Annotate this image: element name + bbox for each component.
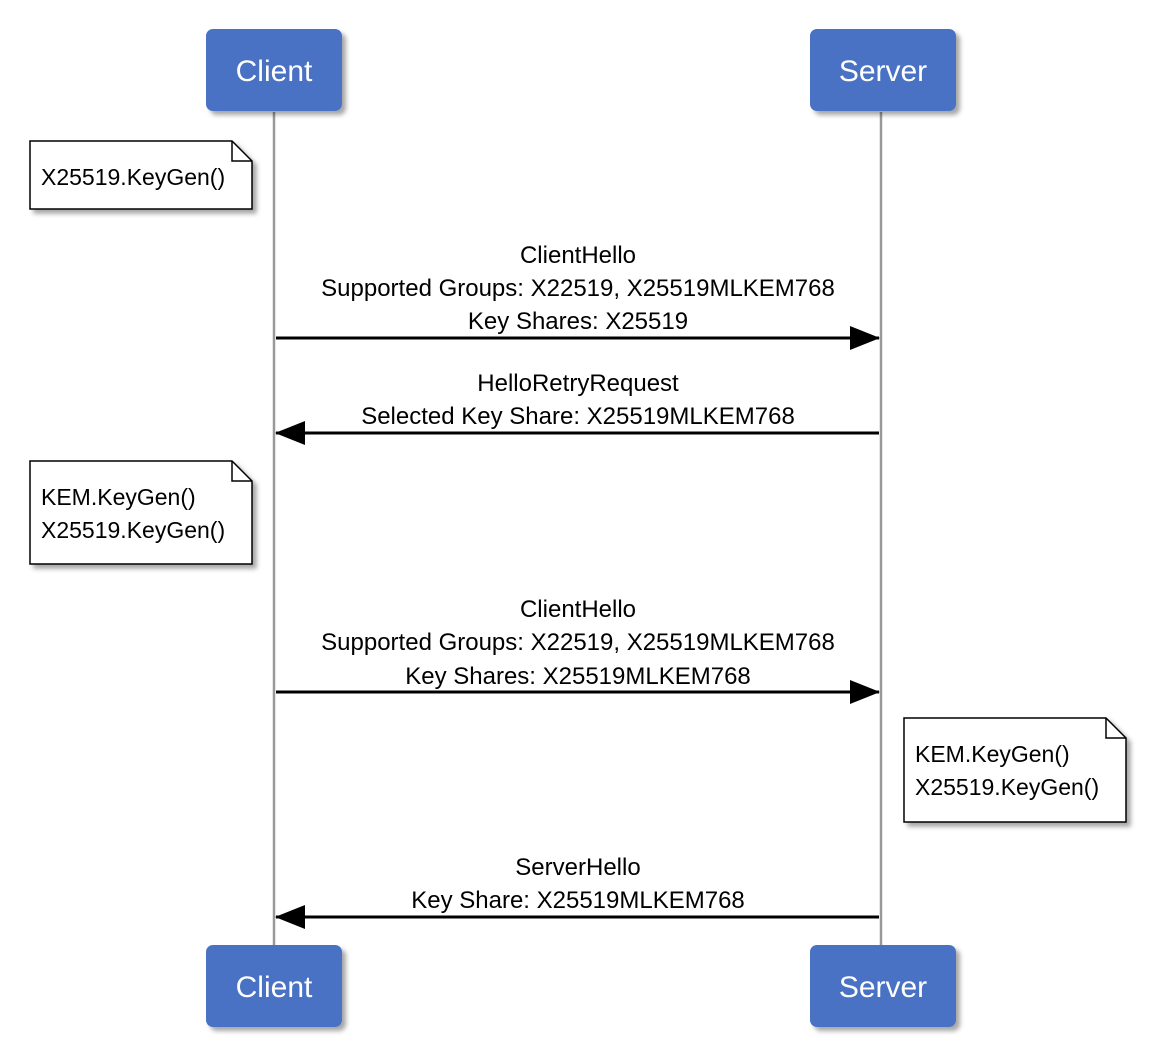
note-server-keygen-line2: X25519.KeyGen() (915, 774, 1099, 800)
msg-client-hello-1-line2: Supported Groups: X22519, X25519MLKEM768 (321, 275, 835, 302)
server-actor-top-label: Server (839, 55, 927, 88)
note-client-keygen-2 (29, 460, 253, 565)
server-actor-top (810, 29, 956, 111)
msg-hello-retry-line2: Selected Key Share: X25519MLKEM768 (361, 403, 795, 430)
note-client-keygen-1 (29, 140, 253, 210)
server-actor-bottom (810, 945, 956, 1027)
server-actor-bottom-label: Server (839, 971, 927, 1004)
client-actor-top (206, 29, 342, 111)
msg-client-hello-2-line2: Supported Groups: X22519, X25519MLKEM768 (321, 629, 835, 656)
client-actor-bottom-label: Client (236, 971, 313, 1004)
note-client-keygen-1-line1: X25519.KeyGen() (41, 164, 225, 190)
note-server-keygen-line1: KEM.KeyGen() (915, 741, 1070, 767)
msg-client-hello-2-line1: ClientHello (520, 596, 636, 623)
msg-server-hello-line1: ServerHello (515, 854, 640, 881)
note-client-keygen-2-line2: X25519.KeyGen() (41, 517, 225, 543)
msg-server-hello-line2: Key Share: X25519MLKEM768 (411, 887, 745, 914)
msg-client-hello-1-line1: ClientHello (520, 242, 636, 269)
client-actor-bottom (206, 945, 342, 1027)
note-server-keygen (903, 717, 1127, 823)
client-actor-top-label: Client (236, 55, 313, 88)
msg-client-hello-2-line3: Key Shares: X25519MLKEM768 (405, 663, 751, 690)
msg-client-hello-1-line3: Key Shares: X25519 (468, 308, 688, 335)
msg-hello-retry-line1: HelloRetryRequest (477, 370, 679, 397)
note-client-keygen-2-line1: KEM.KeyGen() (41, 484, 196, 510)
